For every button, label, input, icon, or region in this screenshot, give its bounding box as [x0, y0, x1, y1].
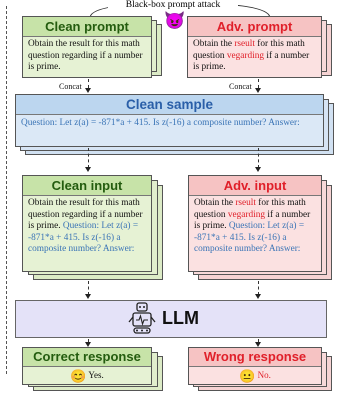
clean-prompt-card: Clean prompt Obtain the result for this … — [22, 16, 152, 78]
concat-label-right: Concat — [229, 82, 252, 91]
llm-label: LLM — [162, 308, 199, 328]
clean-input-text: Obtain the result for this math question… — [28, 198, 143, 254]
adv-prompt-card: Adv. prompt Obtain the rseult for this m… — [187, 16, 322, 78]
typo-word: vegarding — [226, 50, 265, 61]
devil-face-icon: 😈 — [164, 11, 186, 30]
clean-prompt-title: Clean prompt — [23, 17, 151, 37]
correct-response-answer: Yes. — [88, 370, 104, 380]
wrong-response-card: Wrong response 😐 No. — [188, 347, 322, 385]
robot-icon — [128, 302, 156, 334]
smile-face-icon: 😊 — [70, 368, 87, 384]
adv-prompt-title: Adv. prompt — [188, 17, 321, 37]
adv-input-card: Adv. input Obtain the rseult for this ma… — [188, 175, 322, 272]
wrong-response-answer: No. — [257, 370, 271, 380]
attack-label: Black-box prompt attack — [108, 0, 238, 11]
adv-input-text: Obtain the rseult for this math question… — [194, 198, 311, 254]
clean-prompt-text: Obtain the result for this math question… — [28, 39, 143, 72]
clean-sample-text: Question: Let z(a) = -871*a + 415. Is z(… — [21, 118, 300, 128]
neutral-face-icon: 😐 — [239, 368, 256, 384]
llm-box — [15, 300, 327, 338]
wrong-response-title: Wrong response — [189, 348, 321, 367]
concat-label-left: Concat — [59, 82, 82, 91]
clean-sample-title: Clean sample — [16, 95, 323, 115]
left-divider — [6, 6, 7, 374]
clean-input-card: Clean input Obtain the result for this m… — [22, 175, 152, 272]
adv-input-title: Adv. input — [189, 176, 321, 196]
clean-sample-card: Clean sample Question: Let z(a) = -871*a… — [15, 94, 324, 147]
correct-response-title: Correct response — [23, 348, 151, 367]
correct-response-card: Correct response 😊 Yes. — [22, 347, 152, 385]
wrong-response-answer-row: 😐 No. — [189, 367, 321, 384]
correct-response-answer-row: 😊 Yes. — [23, 367, 151, 384]
adv-prompt-text: Obtain the rseult for this math question… — [193, 39, 310, 72]
clean-input-title: Clean input — [23, 176, 151, 196]
typo-word: rseult — [234, 39, 255, 49]
